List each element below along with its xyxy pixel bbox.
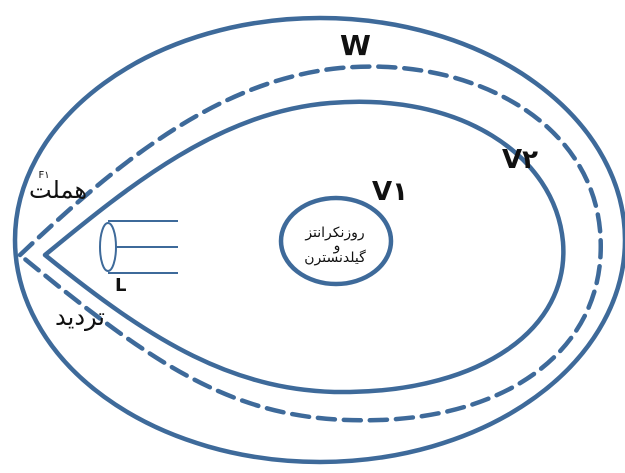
label-v2: V۲ <box>502 145 538 175</box>
center-label-line1: روزنکرانتز <box>304 225 364 241</box>
center-label-line2: و <box>333 238 341 254</box>
center-label-line3: گیلدنسترن <box>304 249 366 266</box>
label-hamlet-sup: F۱ <box>38 170 49 181</box>
outer-ellipse-w <box>12 15 625 465</box>
inner-ellipse-v1 <box>278 195 394 287</box>
label-w: W <box>340 29 371 62</box>
solid-teardrop-v2 <box>42 99 566 395</box>
dashed-teardrop-boundary <box>17 64 604 423</box>
label-hamlet: هملت <box>29 176 87 204</box>
label-l: L <box>115 275 126 296</box>
label-v1: V۱ <box>372 177 408 207</box>
lens-l <box>99 222 117 272</box>
label-tardid: تردید <box>55 303 105 331</box>
